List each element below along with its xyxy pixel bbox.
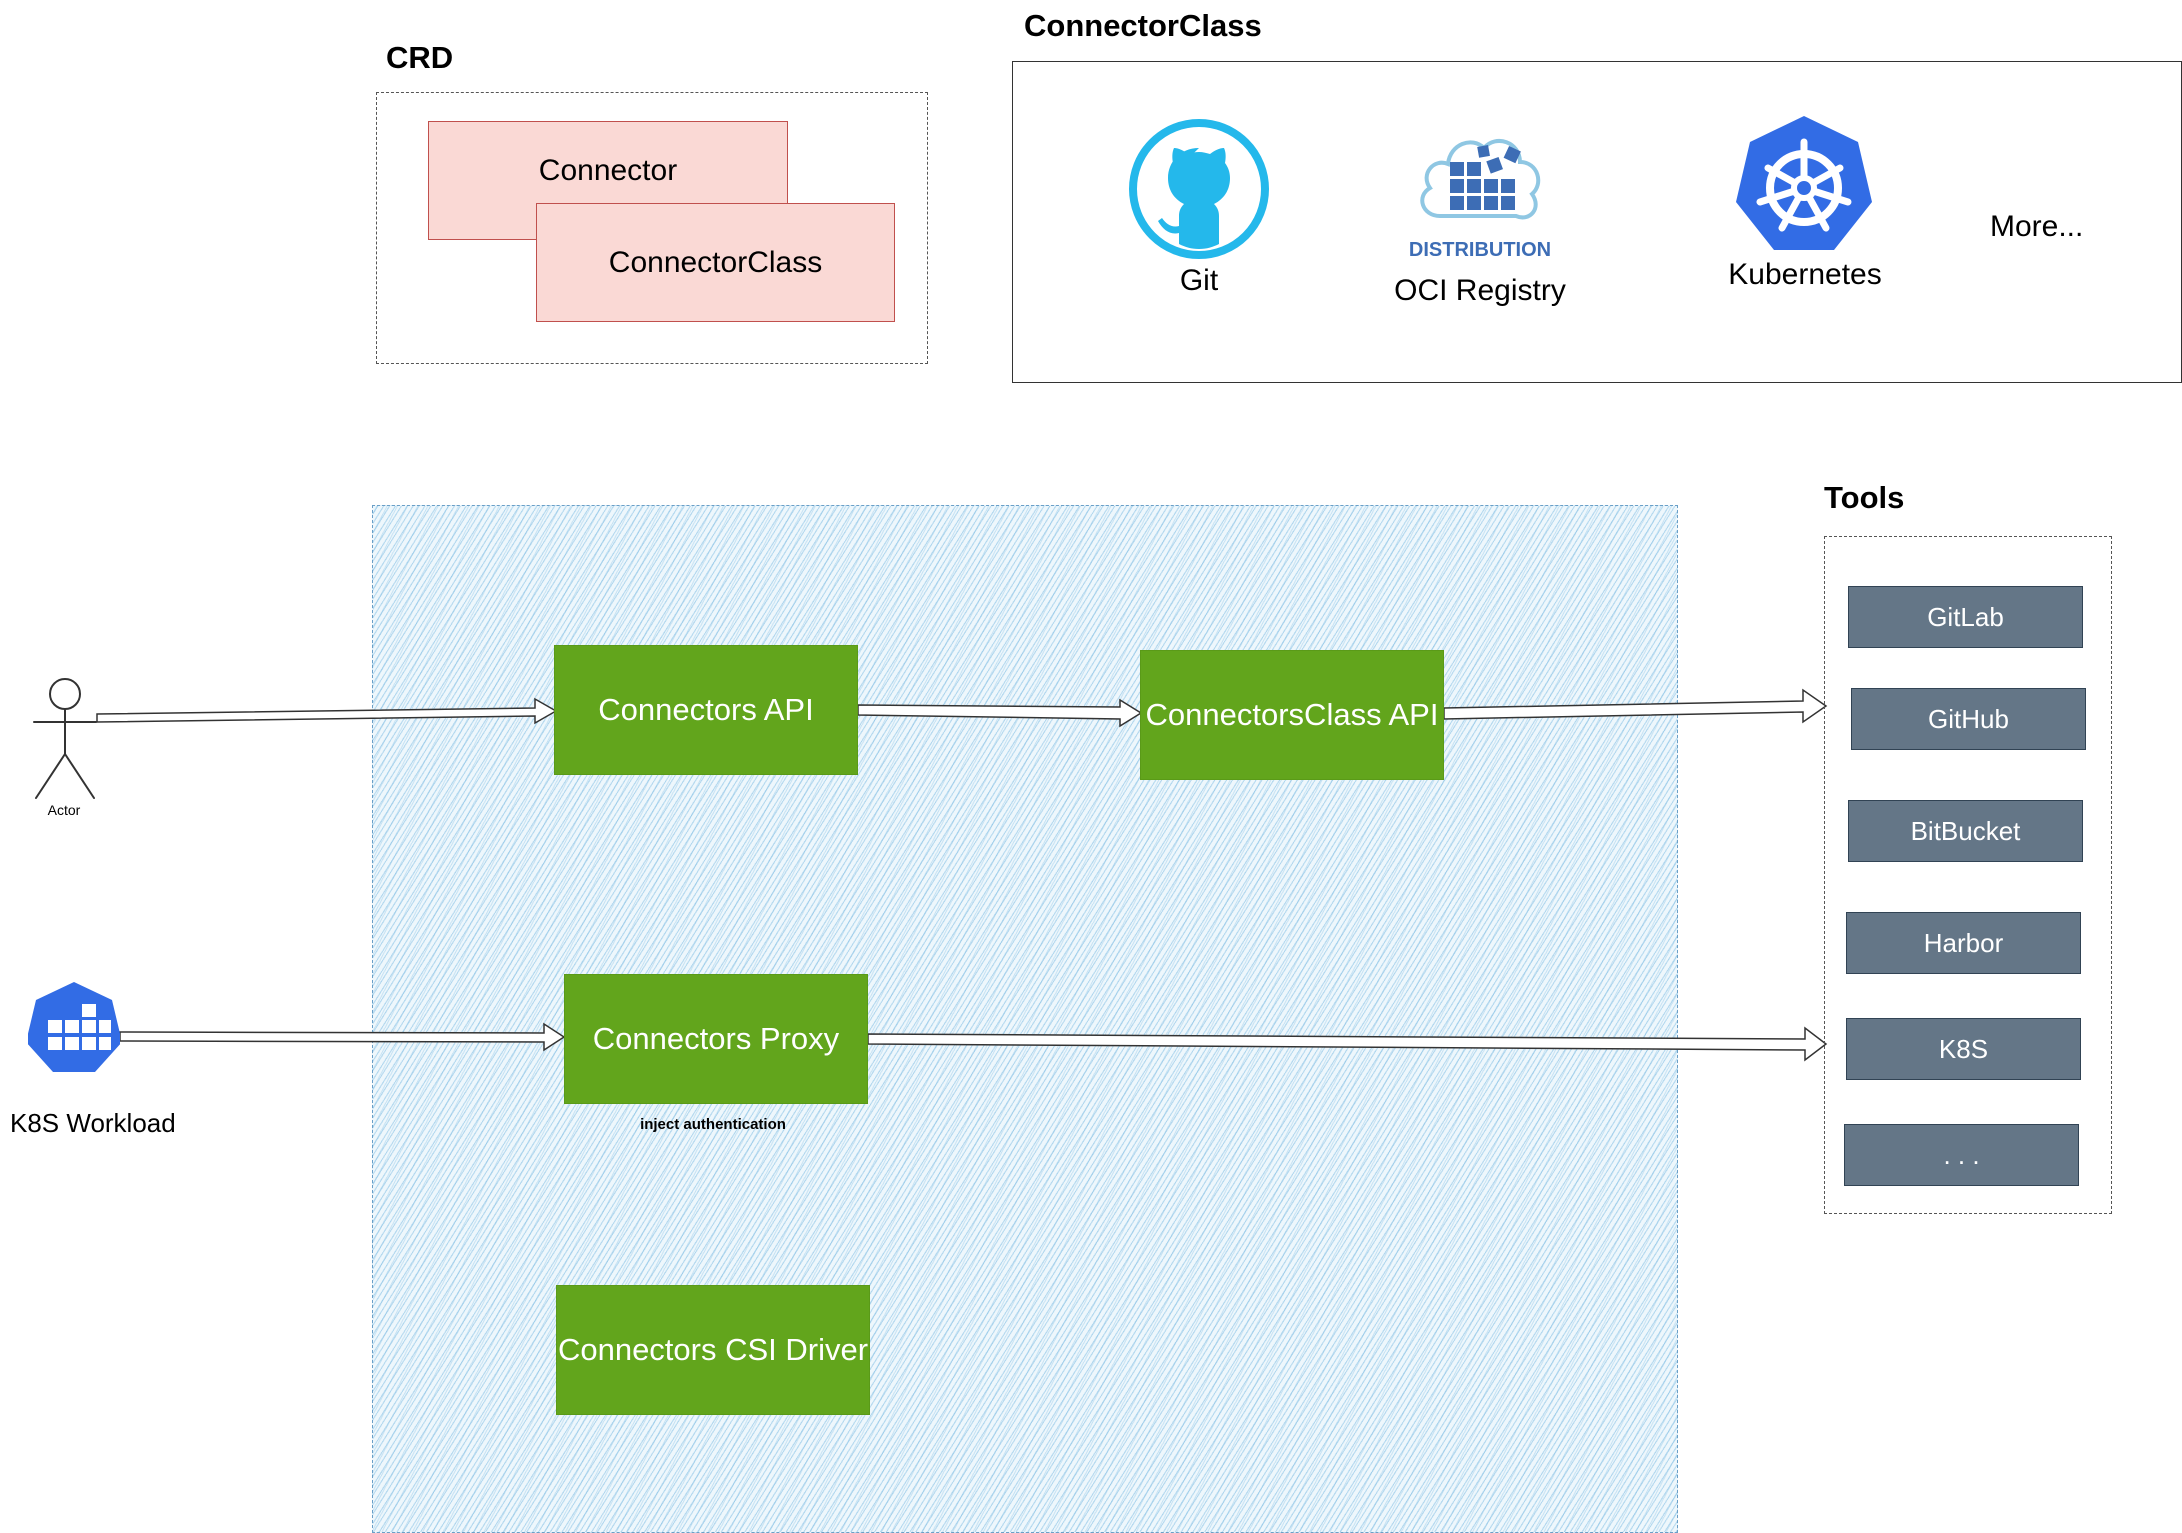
tool-label: Harbor xyxy=(1923,927,2004,958)
connectors-proxy-box[interactable]: Connectors Proxy xyxy=(564,974,868,1104)
connectorclass-section-title: ConnectorClass xyxy=(1024,8,1262,43)
connectorclass-label-git: Git xyxy=(1179,264,1219,297)
arrow-actor-to-api xyxy=(96,697,558,725)
crd-card-label: ConnectorClass xyxy=(608,245,823,279)
arrow-proxy-to-tools xyxy=(867,1026,1828,1062)
connectors-api-box[interactable]: Connectors API xyxy=(554,645,858,775)
arrow-api-to-classapi xyxy=(857,698,1143,728)
tools-container xyxy=(1824,536,2112,1214)
actor-icon xyxy=(33,678,97,799)
tool-label: GitLab xyxy=(1927,601,2004,632)
connectorclass-label-more: More... xyxy=(1990,210,2084,243)
k8s-workload-label: K8S Workload xyxy=(10,1108,176,1138)
connectorsclass-api-box[interactable]: ConnectorsClass API xyxy=(1140,650,1444,780)
actor-label: Actor xyxy=(47,802,81,818)
tool-label: GitHub xyxy=(1928,703,2009,734)
connectors-proxy-label: Connectors Proxy xyxy=(592,1021,840,1056)
tool-more[interactable]: . . . xyxy=(1844,1124,2079,1186)
tool-bitbucket[interactable]: BitBucket xyxy=(1848,800,2083,862)
tool-harbor[interactable]: Harbor xyxy=(1846,912,2081,974)
crd-section-title: CRD xyxy=(386,40,454,75)
crd-card-label: Connector xyxy=(538,153,678,187)
crd-card-connectorclass[interactable]: ConnectorClass xyxy=(536,203,895,322)
proxy-note: inject authentication xyxy=(640,1116,786,1133)
tools-section-title: Tools xyxy=(1824,480,1905,515)
connectors-api-label: Connectors API xyxy=(598,692,814,727)
connectors-csi-driver-label: Connectors CSI Driver xyxy=(557,1332,869,1367)
kubernetes-icon xyxy=(1736,116,1872,250)
crd-container xyxy=(376,92,928,364)
tool-k8s[interactable]: K8S xyxy=(1846,1018,2081,1080)
distribution-logo-text: DISTRIBUTION xyxy=(1410,239,1550,261)
connectorclass-label-oci: OCI Registry xyxy=(1394,274,1566,307)
tool-gitlab[interactable]: GitLab xyxy=(1848,586,2083,648)
tool-label: K8S xyxy=(1938,1033,1989,1064)
tool-github[interactable]: GitHub xyxy=(1851,688,2086,750)
connectors-csi-driver-box[interactable]: Connectors CSI Driver xyxy=(556,1285,870,1415)
k8s-workload-icon xyxy=(28,982,120,1072)
tool-label: BitBucket xyxy=(1910,815,2021,846)
tool-label: . . . xyxy=(1943,1139,1980,1170)
distribution-icon: DISTRIBUTION xyxy=(1410,139,1550,261)
github-icon xyxy=(1129,119,1269,259)
connectorclass-label-kubernetes: Kubernetes xyxy=(1728,258,1882,291)
connectorsclass-api-label: ConnectorsClass API xyxy=(1145,697,1439,732)
arrow-workload-to-proxy xyxy=(119,1022,566,1052)
arrow-classapi-to-tools xyxy=(1443,688,1828,724)
